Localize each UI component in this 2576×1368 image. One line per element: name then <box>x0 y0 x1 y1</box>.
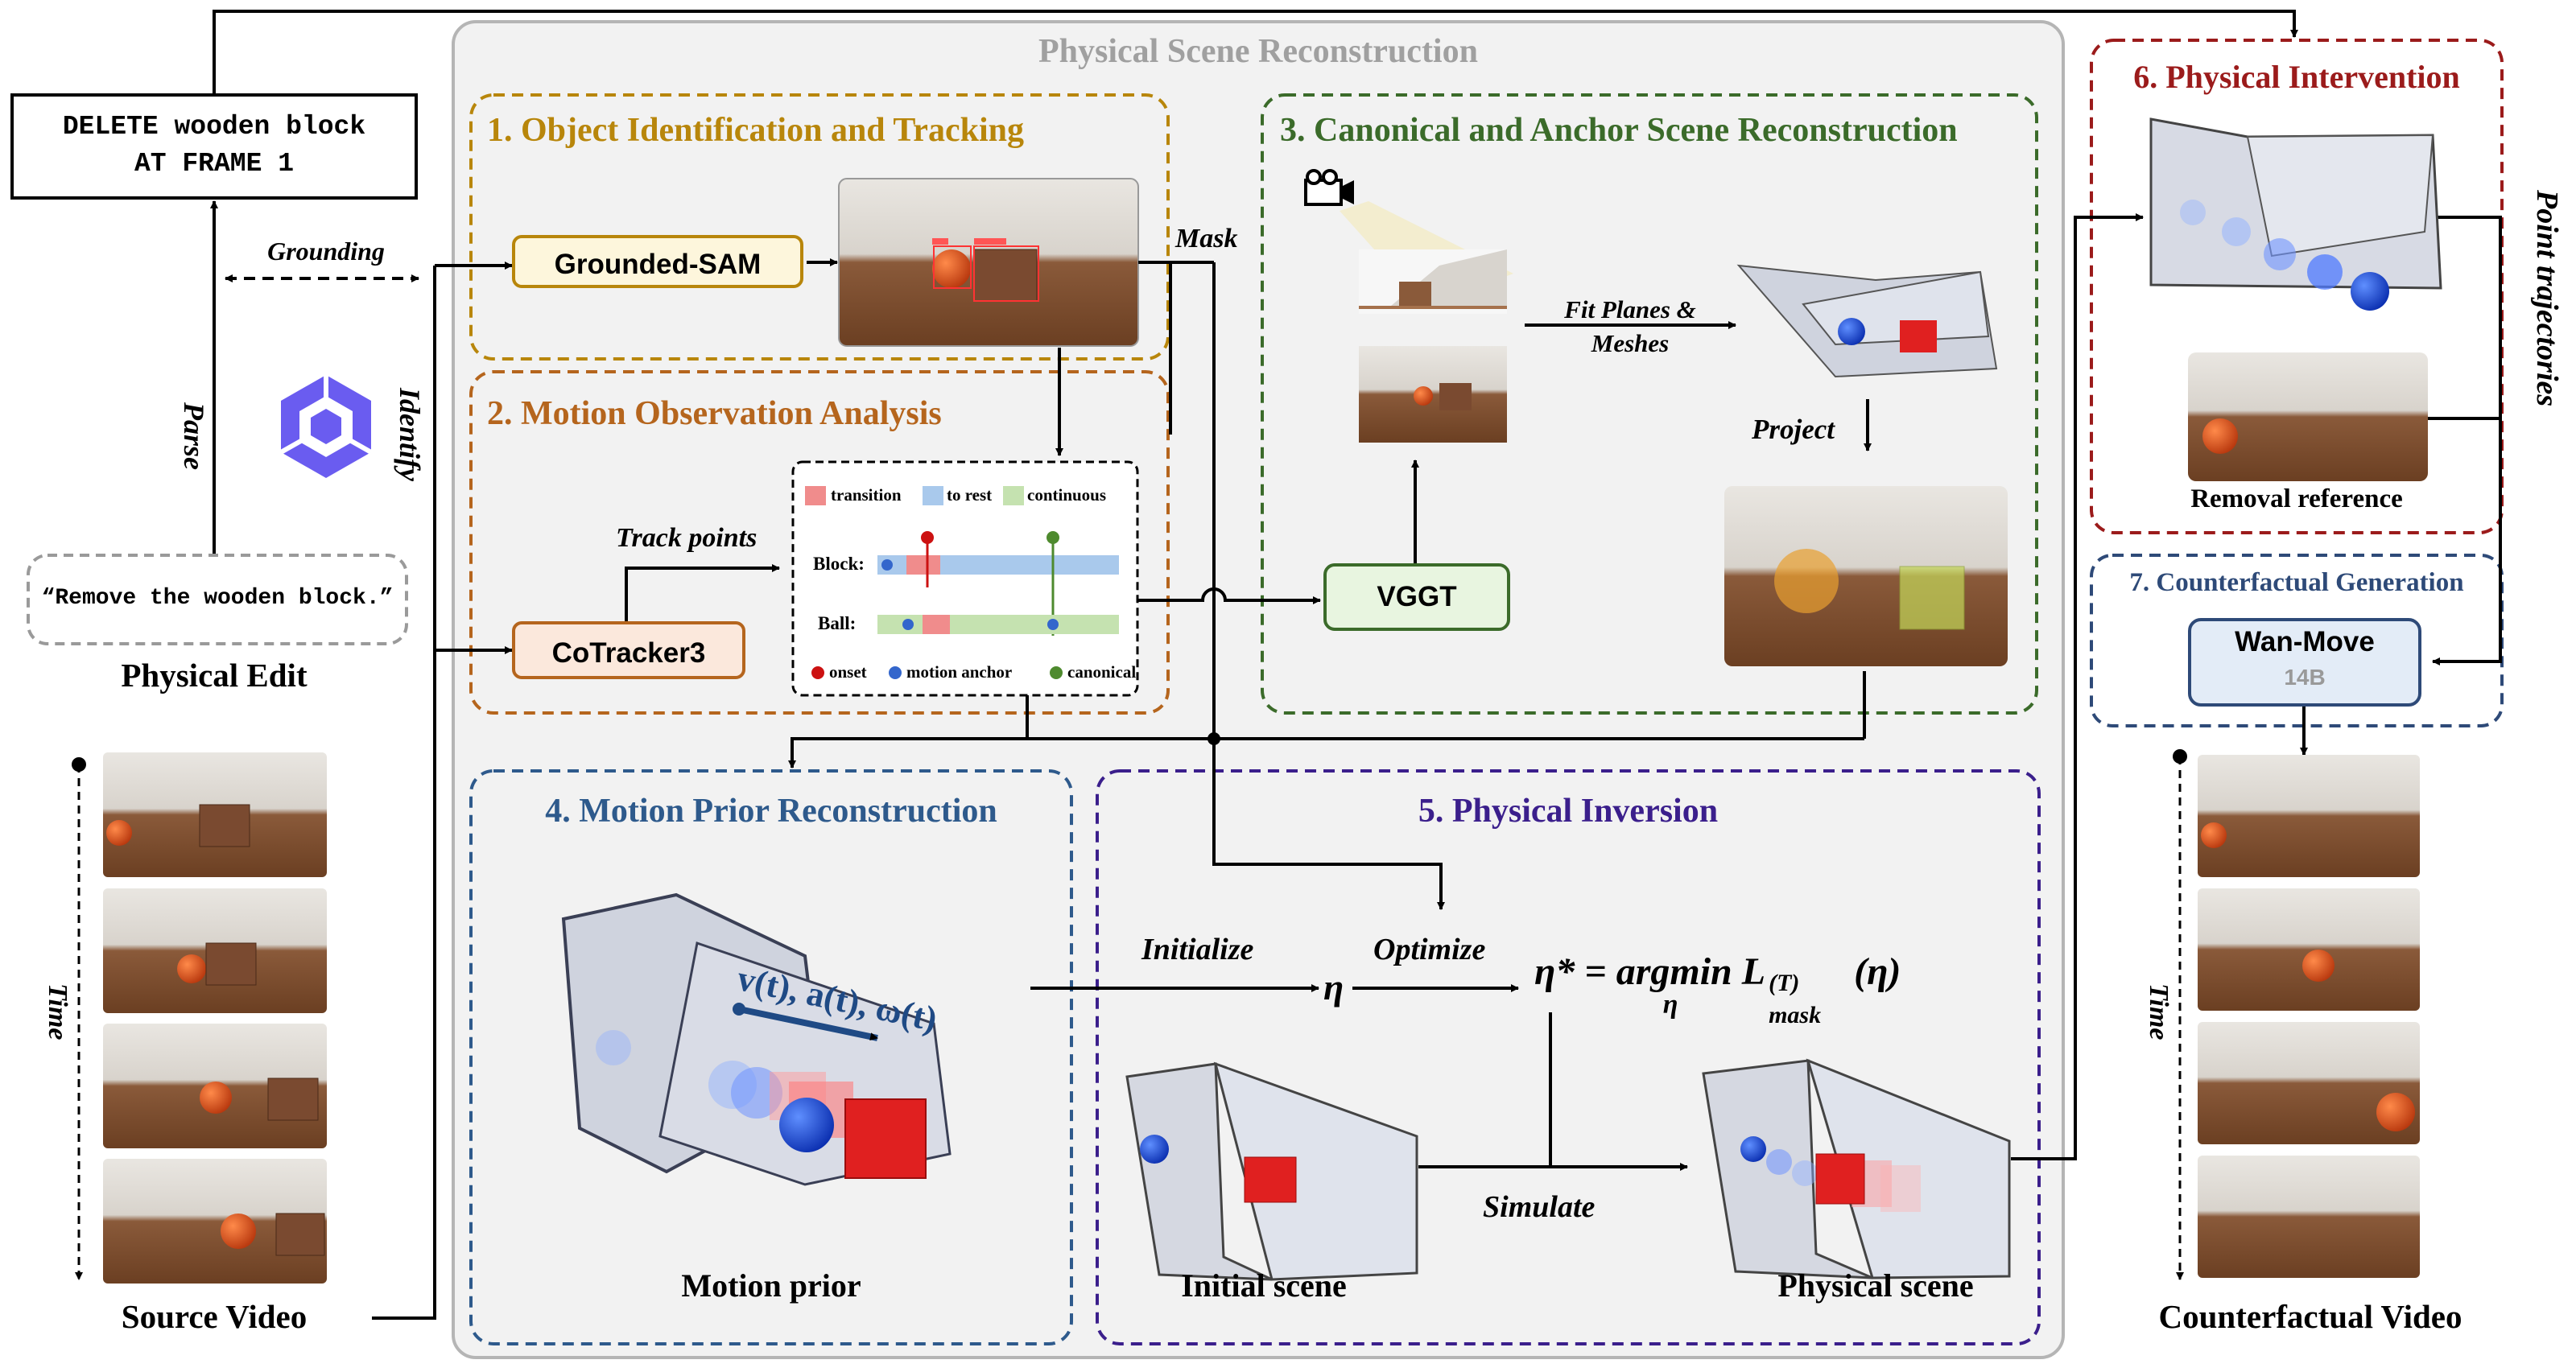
legend-motion-anchor: motion anchor <box>906 662 1013 682</box>
legend-onset: onset <box>829 662 867 682</box>
mask-label: Mask <box>1175 224 1238 253</box>
initial-scene-figure <box>1125 1061 1418 1281</box>
section-1-box <box>469 93 1170 361</box>
delete-line-1: DELETE wooden block <box>62 112 366 142</box>
prompt-box <box>27 554 408 645</box>
section-5-box <box>1096 769 2041 1345</box>
section-2-title: 2. Motion Observation Analysis <box>487 395 942 432</box>
legend-continuous: continuous <box>1027 485 1107 505</box>
physical-scene-label: Physical scene <box>1777 1267 1974 1304</box>
section-3-title: 3. Canonical and Anchor Scene Reconstruc… <box>1280 112 1958 149</box>
eq-subL: mask <box>1769 1002 1822 1028</box>
pointcloud-image <box>1359 249 1507 314</box>
cotracker-box: CoTracker3 <box>512 621 745 679</box>
legend-canonical: canonical <box>1067 662 1137 682</box>
row-block-label: Block: <box>813 554 865 574</box>
wan-size-label: 14B <box>2284 665 2326 690</box>
fit-planes-label: Fit Planes & Meshes <box>1530 293 1731 361</box>
delete-line-2: AT FRAME 1 <box>134 149 295 179</box>
wan-move-box <box>2188 618 2421 707</box>
physical-edit-label: Physical Edit <box>121 657 308 694</box>
intervention-scene <box>2149 117 2442 311</box>
motion-prior-figure <box>561 892 952 1186</box>
legend-transition: transition <box>831 485 902 505</box>
simulate-label: Simulate <box>1483 1190 1596 1224</box>
section-6-box <box>2090 39 2504 534</box>
removal-reference-label: Removal reference <box>2190 484 2403 513</box>
section-7-title: 7. Counterfactual Generation <box>2129 568 2464 597</box>
removal-reference-image <box>2188 352 2428 481</box>
row-ball-label: Ball: <box>818 613 857 633</box>
section-4-title: 4. Motion Prior Reconstruction <box>545 793 997 830</box>
grounding-label: Grounding <box>267 237 385 266</box>
camera-icon <box>1304 169 1354 206</box>
eq-lhs: η* = <box>1534 950 1616 993</box>
identify-label: Identify <box>394 388 426 481</box>
anchor-scene <box>1724 486 2008 666</box>
parse-label: Parse <box>178 402 210 470</box>
section-5-title: 5. Physical Inversion <box>1418 793 1719 830</box>
fit-planes-line-2: Meshes <box>1591 329 1670 357</box>
eta-symbol: η <box>1323 966 1344 1007</box>
section-1-title: 1. Object Identification and Tracking <box>487 112 1024 149</box>
eq-argmin-sub: η <box>1662 990 1678 1020</box>
initialize-label: Initialize <box>1141 933 1254 966</box>
time-label-left: Time <box>43 983 72 1040</box>
eq-arg: (η) <box>1854 950 1901 993</box>
eq-argmin: argmin <box>1616 950 1732 993</box>
depth-image <box>1359 346 1507 443</box>
llm-logo <box>279 375 373 478</box>
initial-scene-label: Initial scene <box>1181 1267 1347 1304</box>
track-points-label: Track points <box>616 523 758 553</box>
prompt-text: “Remove the wooden block.” <box>41 586 394 611</box>
motion-prior-label: Motion prior <box>681 1267 861 1304</box>
source-video-frames <box>103 752 327 1284</box>
wan-move-label: Wan-Move <box>2235 626 2375 657</box>
grounded-sam-box: Grounded-SAM <box>512 235 803 288</box>
point-trajectories-label: Point trajectories <box>2530 190 2564 407</box>
delete-box <box>10 93 418 200</box>
vggt-label: VGGT <box>1377 581 1457 612</box>
section-6-title: 6. Physical Intervention <box>2133 59 2460 95</box>
counterfactual-frames <box>2198 755 2420 1278</box>
legend-to-rest: to rest <box>947 485 993 505</box>
section-2-box <box>469 370 1170 715</box>
physical-scene-figure <box>1702 1058 2011 1279</box>
optimize-label: Optimize <box>1373 933 1486 966</box>
fit-planes-line-1: Fit Planes & <box>1564 295 1696 323</box>
time-label-right: Time <box>2144 983 2174 1040</box>
source-video-label: Source Video <box>121 1298 308 1335</box>
project-label: Project <box>1752 414 1835 445</box>
section-4-box <box>469 769 1073 1345</box>
main-title: Physical Scene Reconstruction <box>1038 33 1478 70</box>
tracking-image <box>838 178 1139 347</box>
eq-sup: (T) <box>1769 970 1800 996</box>
delete-text: DELETE wooden block AT FRAME 1 <box>12 109 416 183</box>
motion-chart-box <box>791 460 1139 697</box>
eq-L: L <box>1741 950 1766 993</box>
canonical-scene <box>1736 264 1998 378</box>
counterfactual-video-label: Counterfactual Video <box>2158 1298 2462 1335</box>
vggt-box <box>1323 563 1510 631</box>
